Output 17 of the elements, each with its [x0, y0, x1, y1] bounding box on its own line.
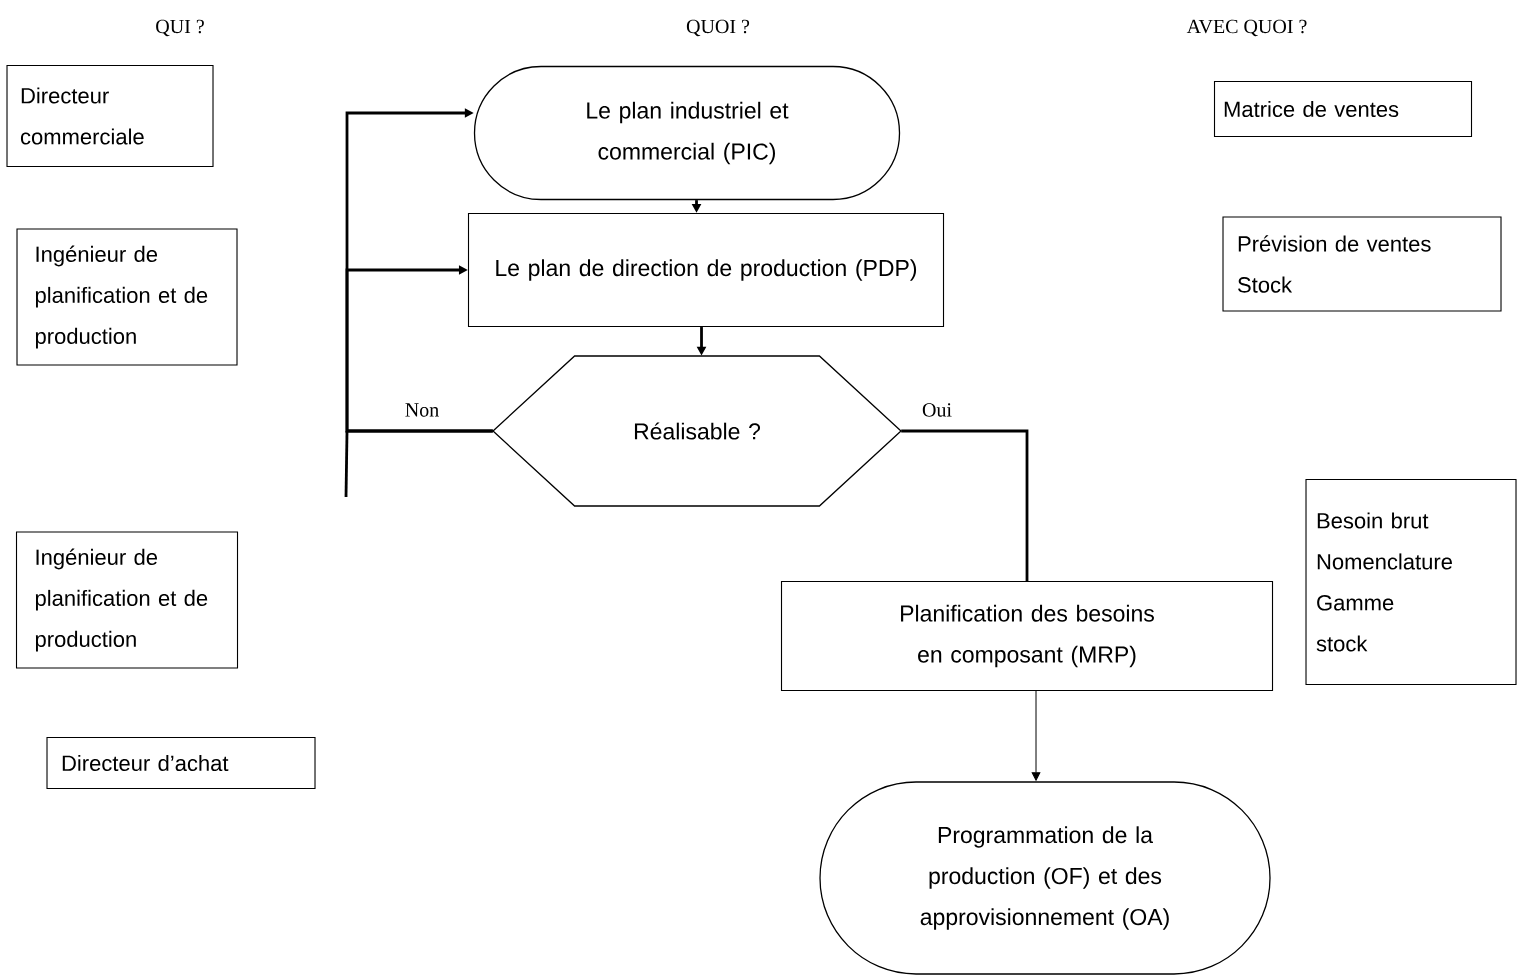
- process-box: Le plan de direction de production (PDP): [467, 212, 945, 328]
- column-heading: QUI ?: [156, 19, 204, 37]
- role-box: Directeur d’achat: [46, 736, 316, 790]
- arrow: [345, 265, 493, 433]
- decision-hexagon: Réalisable ?: [492, 355, 902, 507]
- role-box: Ingénieur de planification et de production: [15, 531, 239, 669]
- process-box: Planification des besoins en composant (MRP): [780, 580, 1274, 692]
- role-box: Ingénieur de planification et de production: [16, 228, 238, 366]
- column-heading: AVEC QUOI ?: [1186, 19, 1307, 37]
- resource-box: Prévision de ventes Stock: [1222, 216, 1502, 312]
- arrow: [1031, 690, 1041, 781]
- edge-label: Oui: [922, 403, 952, 417]
- resource-box: Matrice de ventes: [1213, 80, 1473, 138]
- role-box: Directeur commerciale: [6, 64, 214, 168]
- edge-label: Non: [405, 403, 439, 417]
- resource-box: Besoin brut Nomenclature Gamme stock: [1305, 478, 1517, 686]
- column-heading: QUOI ?: [686, 19, 750, 37]
